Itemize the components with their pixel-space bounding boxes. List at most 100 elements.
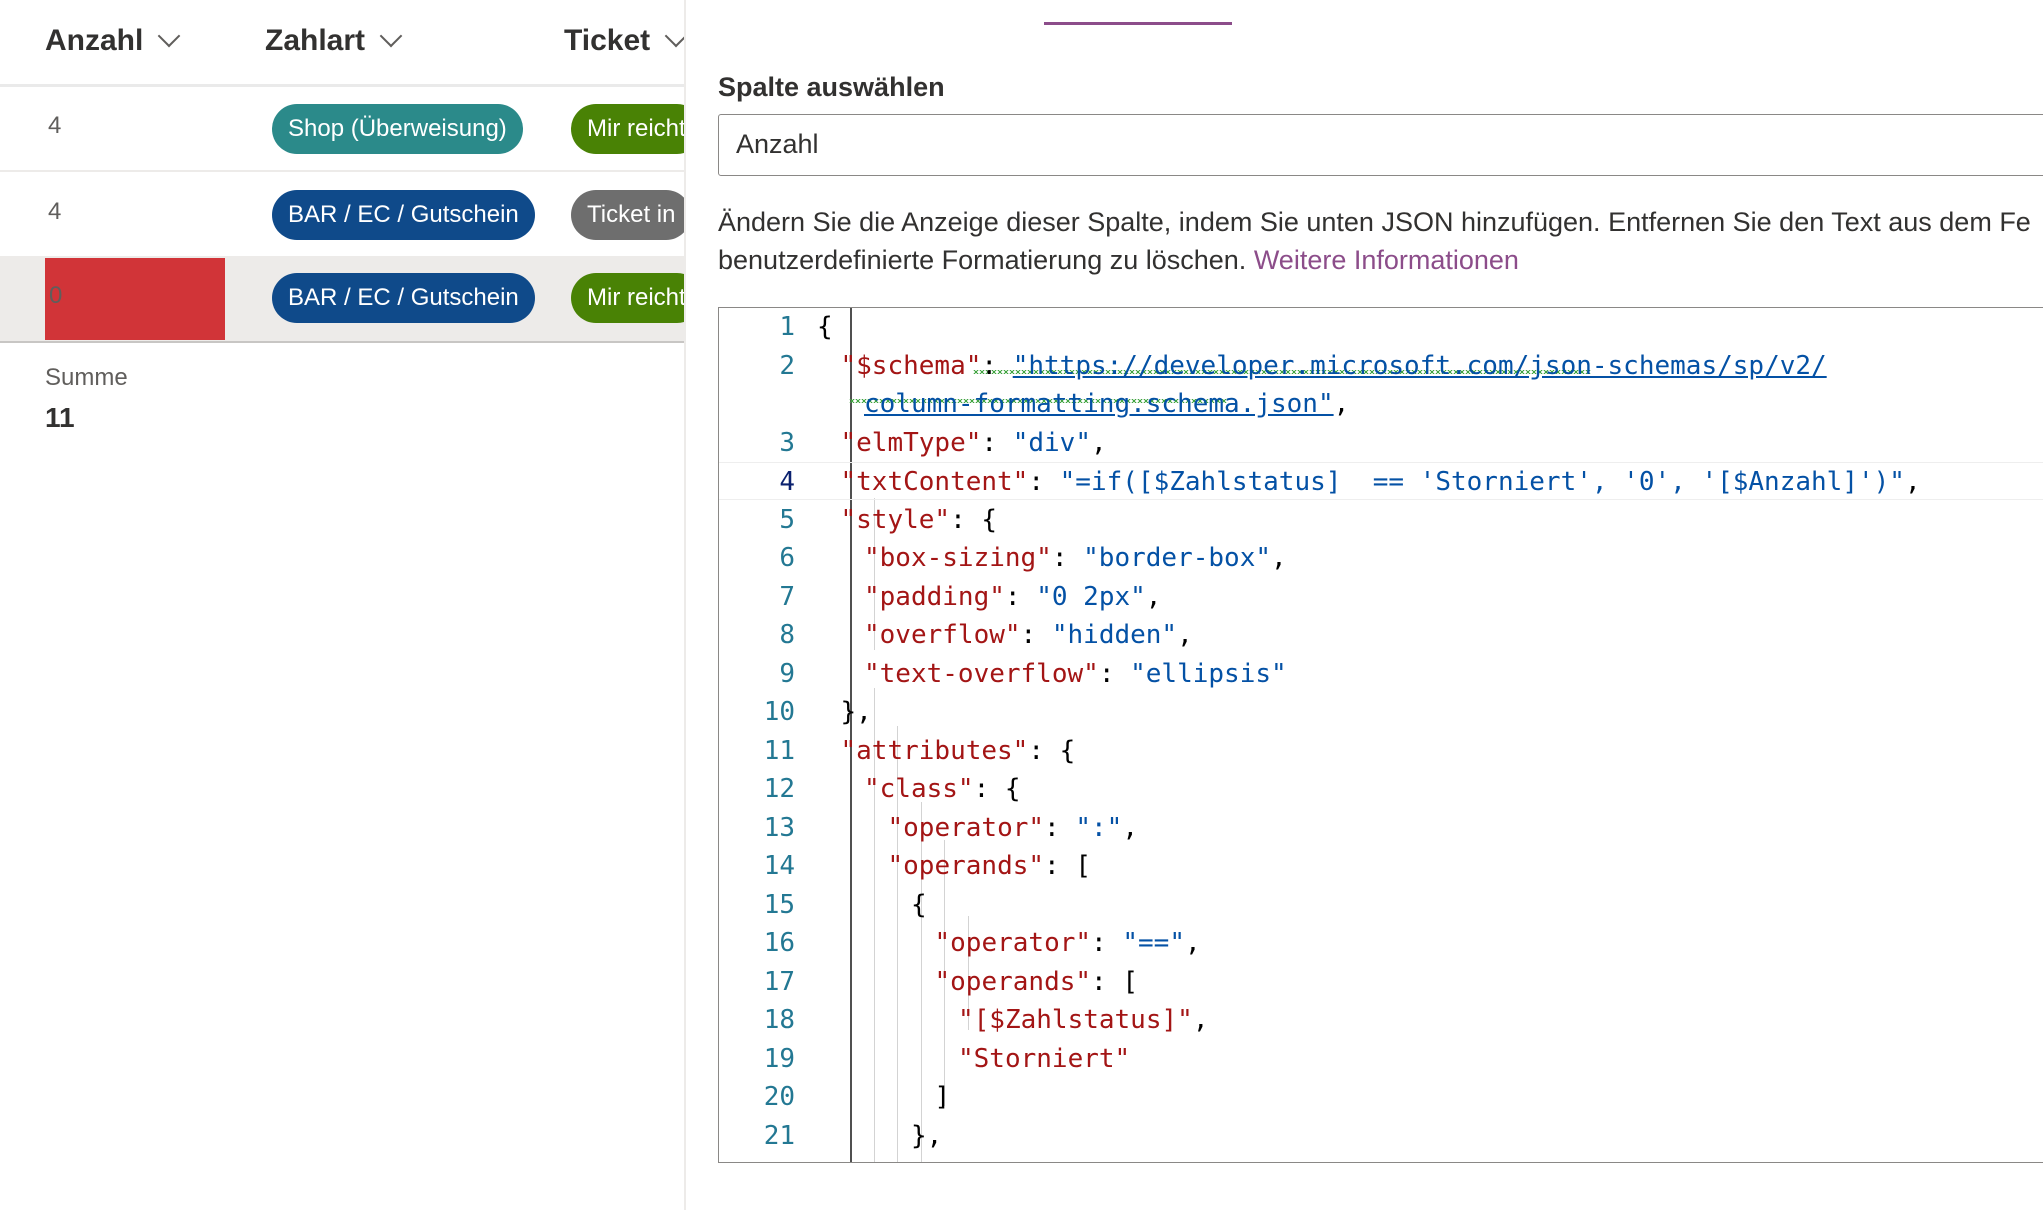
json-key: "box-sizing": [864, 543, 1052, 573]
json-key: "txtContent": [840, 467, 1029, 497]
description-line-text: benutzerdefinierte Formatierung zu lösch…: [718, 245, 1247, 275]
code-text: "class": {: [864, 770, 1021, 808]
code-text: "$schema": "https://developer.microsoft.…: [841, 347, 1827, 385]
description-line: Ändern Sie die Anzeige dieser Spalte, in…: [718, 207, 2031, 237]
code-line: 1{: [719, 308, 2043, 346]
json-punctuation: :: [981, 427, 1013, 458]
json-string: column-formatting.schema.json": [864, 389, 1334, 419]
json-punctuation: ,: [1904, 467, 1921, 497]
json-string: "==": [1122, 928, 1185, 958]
json-punctuation: : {: [1028, 735, 1076, 766]
code-text: "overflow": "hidden",: [864, 616, 1193, 654]
json-punctuation: ,: [1192, 1005, 1209, 1035]
code-line: 9"text-overflow": "ellipsis": [719, 655, 2043, 693]
line-number: 11: [763, 735, 795, 766]
more-info-link[interactable]: Weitere Informationen: [1253, 245, 1519, 275]
code-line: column-formatting.schema.json",: [719, 385, 2043, 423]
json-punctuation: : {: [973, 774, 1021, 804]
json-punctuation: ,: [1145, 581, 1162, 612]
table-row-selected[interactable]: 0 BAR / EC / Gutschein Mir reicht: [0, 256, 684, 342]
json-key: "operator": [934, 928, 1092, 958]
table-row[interactable]: 4 BAR / EC / Gutschein Ticket in: [0, 172, 684, 258]
code-line: 14"operands": [: [719, 847, 2043, 885]
code-text: ]: [935, 1078, 951, 1116]
column-header-label: Ticket: [564, 24, 651, 57]
line-number: 8: [779, 620, 795, 650]
json-punctuation: :: [1091, 928, 1123, 958]
json-key: "padding": [864, 581, 1005, 612]
line-number: 20: [763, 1082, 795, 1112]
indent-guide: [944, 840, 945, 1106]
code-text: },: [841, 693, 872, 731]
column-header-ticket[interactable]: Ticket: [564, 24, 684, 58]
json-punctuation: ,: [1177, 620, 1193, 650]
line-number: 15: [763, 889, 795, 920]
column-header-label: Anzahl: [45, 24, 144, 57]
column-select-dropdown[interactable]: Anzahl: [718, 114, 2043, 176]
json-string: "0 2px": [1036, 581, 1146, 612]
code-text: "operands": [: [935, 963, 1139, 1001]
json-key: "operands": [887, 851, 1045, 881]
json-punctuation: :: [1020, 620, 1052, 650]
code-line: 2 "$schema": "https://developer.microsoft…: [719, 347, 2043, 385]
json-punctuation: : {: [950, 504, 998, 535]
line-number: 21: [763, 1120, 795, 1151]
format-column-panel: Spalte auswählen Anzahl Ändern Sie die A…: [686, 0, 2043, 1210]
indent-guide: [921, 802, 922, 1162]
ticket-pill: Ticket in: [571, 190, 684, 240]
code-text: column-formatting.schema.json",: [864, 385, 1349, 423]
line-number: 13: [763, 812, 795, 843]
code-line: 4"txtContent": "=if([$Zahlstatus] == 'St…: [719, 462, 2043, 500]
code-line: 15{: [719, 886, 2043, 924]
code-text: "operator": ":",: [888, 809, 1138, 847]
json-key: "Storniert": [958, 1043, 1131, 1074]
column-header-zahlart[interactable]: Zahlart: [265, 24, 403, 58]
code-line: 22"sp-css-backgroundColor-BgRed": [719, 1155, 2043, 1162]
summary-label: Summe: [45, 364, 128, 391]
json-punctuation: ]: [934, 1082, 951, 1112]
code-text: "operator": "==",: [935, 924, 1201, 962]
json-punctuation: :: [1028, 467, 1060, 497]
code-text: "elmType": "div",: [841, 424, 1107, 462]
table-row[interactable]: 4 Shop (Überweisung) Mir reicht: [0, 86, 684, 172]
list-header: Anzahl Zahlart Ticket: [0, 0, 684, 87]
json-key: "style": [840, 504, 951, 535]
code-text: "style": {: [841, 501, 998, 539]
line-number: 2: [779, 350, 795, 381]
code-line: 19"Storniert": [719, 1040, 2043, 1078]
code-text: "padding": "0 2px",: [864, 578, 1161, 616]
line-number: 4: [779, 467, 795, 497]
ticket-pill: Mir reicht: [571, 273, 684, 323]
list-divider: [0, 341, 684, 343]
json-string: "border-box": [1083, 543, 1271, 573]
json-key: "operator": [887, 812, 1045, 843]
json-punctuation: :: [1051, 543, 1084, 573]
json-punctuation: ,: [1184, 928, 1201, 958]
summary-value: 11: [45, 402, 75, 433]
code-line: 11"attributes": {: [719, 732, 2043, 770]
code-text: "operands": [: [888, 847, 1092, 885]
anzahl-value: 4: [48, 198, 62, 225]
json-punctuation: },: [840, 697, 872, 727]
code-line: 13 "operator": ":",: [719, 809, 2043, 847]
description-line: benutzerdefinierte Formatierung zu lösch…: [718, 241, 2043, 279]
json-key: "sp-css-backgroundColor-BgRed": [911, 1159, 1381, 1162]
json-code-editor[interactable]: 1{2"$schema": "https://developer.microso…: [718, 307, 2043, 1163]
select-column-label: Spalte auswählen: [718, 72, 945, 102]
code-line: 10},: [719, 693, 2043, 731]
json-string: "div": [1012, 427, 1091, 458]
json-key: "overflow": [864, 620, 1021, 650]
code-line: 12"class": {: [719, 770, 2043, 808]
json-key: "[$Zahlstatus]": [958, 1005, 1193, 1035]
line-number: 3: [779, 427, 795, 458]
json-key: "class": [864, 774, 974, 804]
code-text: "box-sizing": "border-box",: [864, 539, 1287, 577]
column-header-anzahl[interactable]: Anzahl: [45, 24, 181, 58]
indent-guide: [850, 308, 852, 1162]
code-line: 20]: [719, 1078, 2043, 1116]
code-line: 5"style": {: [719, 501, 2043, 539]
json-punctuation: {: [817, 312, 833, 342]
line-number: 7: [779, 581, 795, 612]
line-number: 1: [779, 312, 795, 342]
code-line: 6"box-sizing": "border-box",: [719, 539, 2043, 577]
